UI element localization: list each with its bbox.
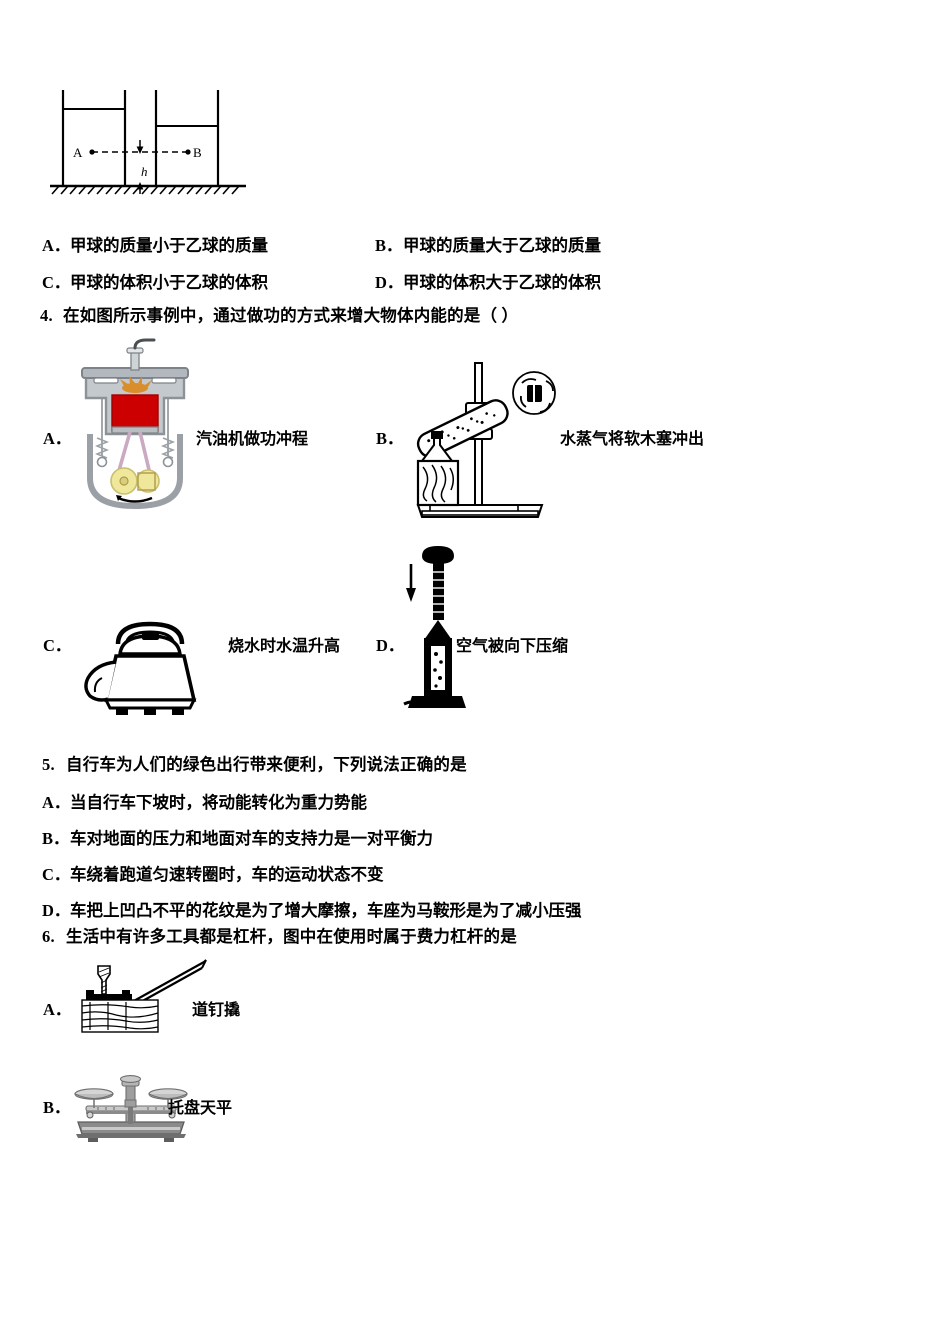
two-containers-svg — [50, 90, 246, 195]
q5-option-a-label: A． — [42, 793, 71, 812]
q6-option-b-caption: 托盘天平 — [168, 1100, 233, 1117]
air-pump-svg — [403, 546, 466, 708]
q4-option-a-caption: 汽油机做功冲程 — [196, 431, 309, 448]
q4-option-d-caption: 空气被向下压缩 — [456, 638, 569, 655]
q5-option-d-text: 车把上凹凸不平的花纹是为了增大摩擦，车座为马鞍形是为了减小压强 — [70, 901, 582, 920]
q4-option-b-caption: 水蒸气将软木塞冲出 — [560, 431, 705, 448]
kettle-svg — [84, 621, 197, 715]
q6-stem: 生活中有许多工具都是杠杆，图中在使用时属于费力杠杆的是 — [66, 927, 517, 946]
figure-label-b: B — [193, 145, 202, 160]
q3-option-c-text: 甲球的体积小于乙球的体积 — [70, 273, 268, 292]
q5-option-c-label: C． — [42, 865, 71, 884]
q4-number: 4. — [40, 306, 53, 325]
q5-option-d-label: D． — [42, 901, 71, 920]
q4-option-a-label: A． — [43, 429, 72, 448]
q3-option-c-label: C． — [42, 273, 71, 292]
spike-puller-svg — [81, 959, 207, 1033]
q5-option-b-label: B． — [42, 829, 70, 848]
q5-number: 5. — [42, 755, 55, 774]
figure-pan-balance — [72, 1070, 190, 1142]
q5-option-a-text: 当自行车下坡时，将动能转化为重力势能 — [70, 793, 367, 812]
q3-option-b-text: 甲球的质量大于乙球的质量 — [403, 236, 601, 255]
q4-option-d-label: D． — [376, 636, 405, 655]
q4-stem: 在如图所示事例中，通过做功的方式来增大物体内能的是（ ） — [63, 306, 519, 325]
figure-air-pump — [402, 542, 472, 720]
q5-option-b-text: 车对地面的压力和地面对车的支持力是一对平衡力 — [70, 829, 433, 848]
q6-option-b-label: B． — [43, 1098, 71, 1117]
steam-cork-tube-svg — [416, 362, 556, 518]
q4-option-c-caption: 烧水时水温升高 — [228, 638, 341, 655]
q3-option-a-text: 甲球的质量小于乙球的质量 — [70, 236, 268, 255]
q3-option-d-label: D． — [375, 273, 404, 292]
q4-option-b-label: B． — [376, 429, 404, 448]
q6-option-a-caption: 道钉撬 — [192, 1002, 241, 1019]
figure-two-containers — [48, 82, 248, 200]
gasoline-engine-svg — [81, 338, 189, 510]
q5-option-c-text: 车绕着跑道匀速转圈时，车的运动状态不变 — [70, 865, 384, 884]
figure-gasoline-engine — [72, 338, 198, 518]
q3-option-b-label: B． — [375, 236, 403, 255]
figure-label-h: h — [141, 164, 148, 179]
figure-steam-cork-tube — [400, 345, 560, 525]
figure-spike-puller — [70, 958, 210, 1036]
q3-option-a-label: A． — [42, 236, 71, 255]
q6-option-a-label: A． — [43, 1000, 72, 1019]
q6-number: 6. — [42, 927, 55, 946]
q5-stem: 自行车为人们的绿色出行带来便利，下列说法正确的是 — [66, 755, 467, 774]
q3-option-d-text: 甲球的体积大于乙球的体积 — [403, 273, 601, 292]
figure-kettle — [78, 612, 223, 722]
pan-balance-svg — [74, 1075, 188, 1142]
figure-label-a: A — [73, 145, 83, 160]
q4-option-c-label: C． — [43, 636, 72, 655]
